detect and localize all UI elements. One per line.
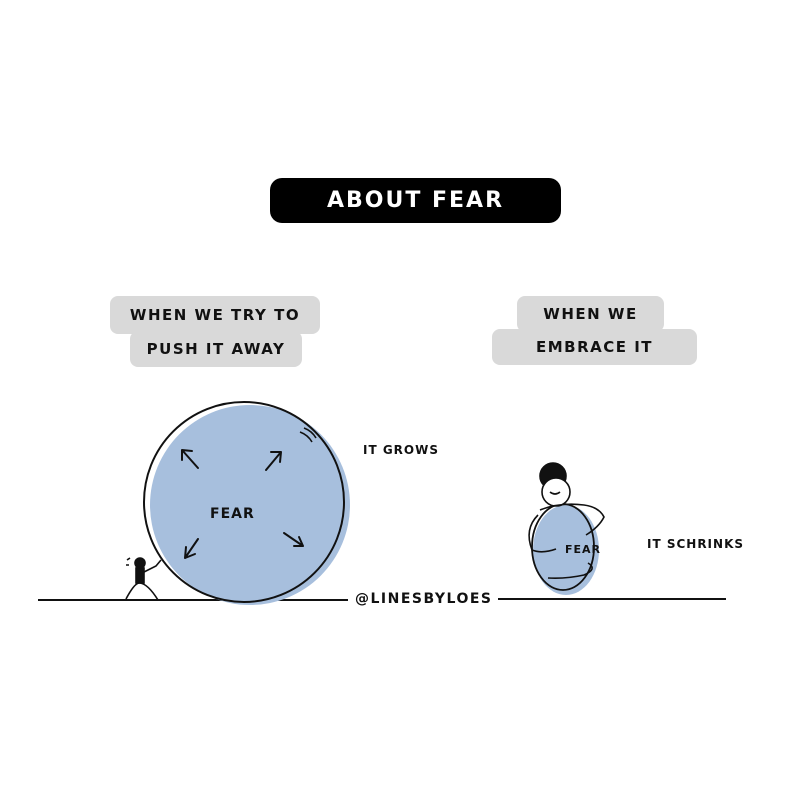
left-heading-line-1: WHEN WE TRY TO [110,296,320,334]
left-heading-line-2: PUSH IT AWAY [130,331,302,367]
big-fear-ball [143,401,350,605]
right-heading-line-1: WHEN WE [517,296,664,332]
page-title: ABOUT FEAR [270,178,561,223]
pushing-person-icon [125,557,162,601]
outcome-grows: IT GROWS [363,443,439,457]
small-ball-label: FEAR [565,543,602,556]
big-ball-label: FEAR [210,506,255,522]
expand-arrows-icon [181,449,304,559]
credit-handle: @LINESBYLOES [355,591,493,607]
hugging-person-icon [528,462,605,579]
right-heading-line-2: EMBRACE IT [492,329,697,365]
outcome-shrinks: IT SCHRINKS [647,537,745,551]
